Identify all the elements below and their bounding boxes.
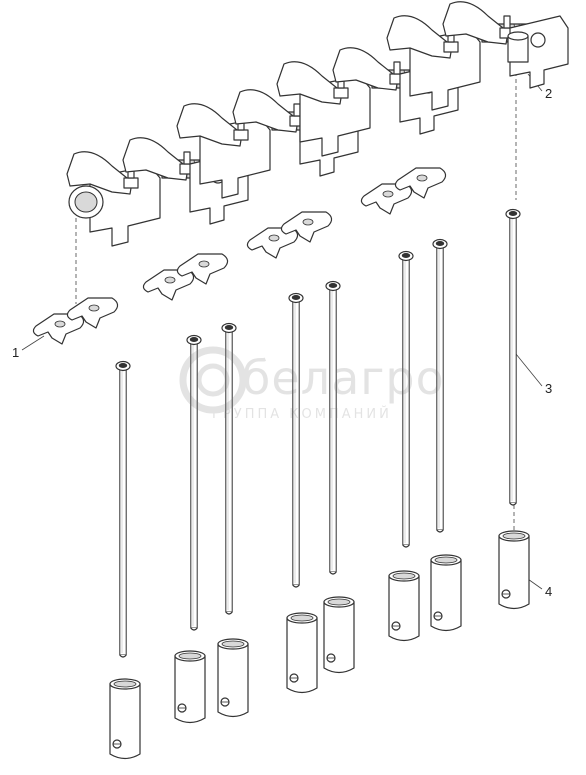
push-rod — [505, 208, 521, 506]
watermark-subtitle: ГРУППА КОМПАНИЙ — [212, 407, 392, 422]
tappet — [174, 650, 206, 724]
push-rod — [115, 360, 131, 658]
shaft-support — [176, 253, 229, 285]
tappet — [286, 612, 318, 694]
shaft-supports-group — [32, 167, 447, 345]
push-rod — [398, 250, 414, 548]
rocker-arm-assembly — [386, 1, 569, 111]
tappet — [109, 678, 141, 760]
push-rod — [221, 322, 237, 615]
tappets-group — [109, 530, 530, 760]
push-rods-group — [115, 208, 521, 658]
watermark-emblem — [179, 346, 247, 414]
callout-2: 2 — [545, 86, 553, 101]
push-rod — [288, 292, 304, 588]
leader-lines — [21, 72, 543, 590]
tappet — [498, 530, 530, 610]
callout-3: 3 — [545, 381, 553, 396]
tappet — [430, 554, 462, 632]
watermark-logo: белагро ГРУППА КОМПАНИЙ — [178, 345, 468, 430]
shaft-support — [66, 297, 119, 329]
callout-4: 4 — [545, 584, 553, 599]
shaft-support — [394, 167, 447, 199]
tappet — [323, 596, 355, 674]
push-rod — [186, 334, 202, 631]
tappet — [388, 570, 420, 642]
watermark-name: белагро — [242, 351, 445, 405]
shaft-support — [280, 211, 333, 243]
push-rod — [432, 238, 448, 533]
leader-line — [515, 353, 543, 387]
push-rod — [325, 280, 341, 575]
callout-1: 1 — [12, 345, 20, 360]
tappet — [217, 638, 249, 718]
rocker-arms-group — [66, 1, 569, 247]
leader-line — [21, 335, 45, 351]
